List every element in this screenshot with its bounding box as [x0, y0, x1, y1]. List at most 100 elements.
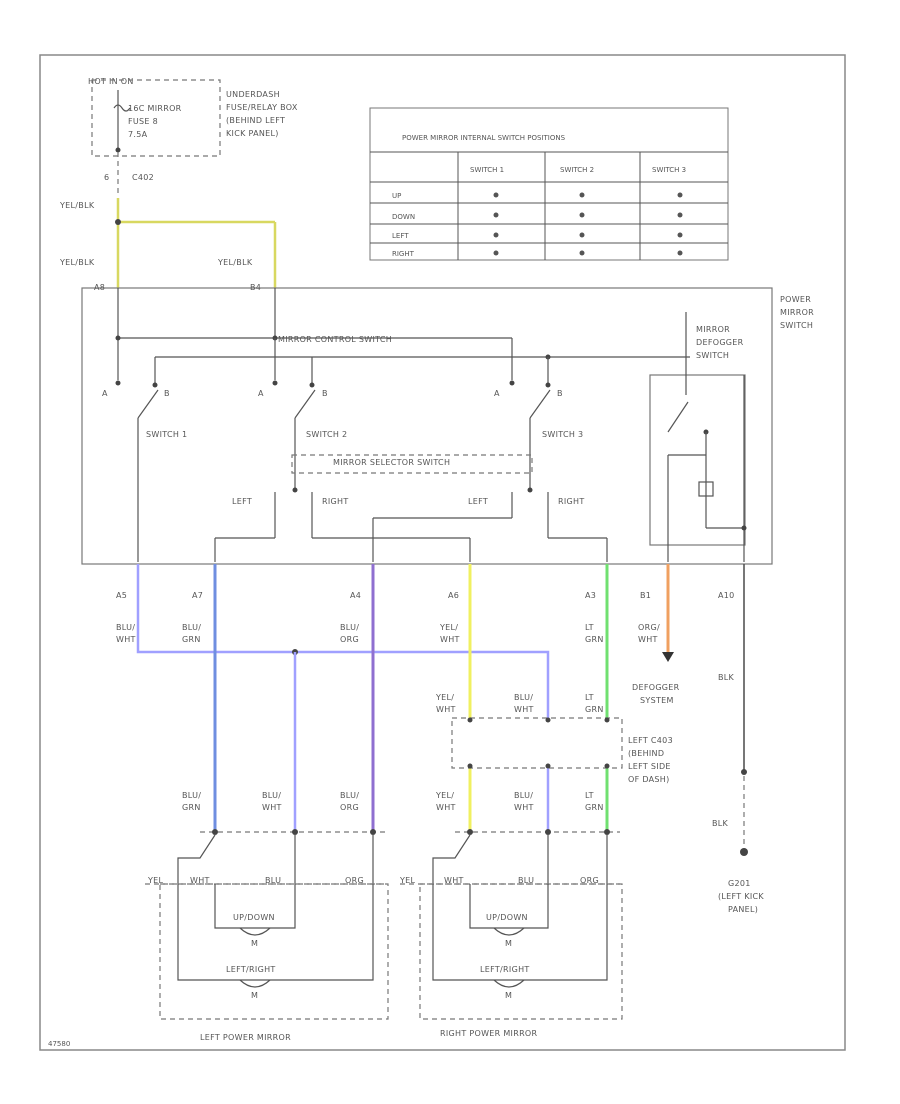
ground-label-1: G201	[728, 879, 751, 888]
mirror-control-switch-label: MIRROR CONTROL SWITCH	[278, 335, 392, 344]
svg-text:M: M	[251, 991, 258, 1000]
fuse-box-label-3: (BEHIND LEFT	[226, 116, 285, 125]
switch-3: A B SWITCH 3	[494, 380, 583, 490]
mirror-selector-switch-box	[291, 454, 533, 474]
mirror-selector-switch-label: MIRROR SELECTOR SWITCH	[333, 458, 450, 467]
diagram-border	[39, 54, 846, 1051]
svg-text:B: B	[557, 389, 563, 398]
c403-label-1: LEFT C403	[628, 736, 673, 745]
right-power-mirror-label: RIGHT POWER MIRROR	[440, 1029, 538, 1038]
svg-text:BLU/: BLU/	[262, 791, 281, 800]
svg-text:YEL/: YEL/	[435, 693, 454, 702]
power-mirror-switch-box	[81, 287, 773, 565]
svg-text:YEL/: YEL/	[435, 791, 454, 800]
wc-a3-2: GRN	[585, 635, 604, 644]
switch-1-label: SWITCH 1	[146, 430, 187, 439]
c403-label-3: LEFT SIDE	[628, 762, 671, 771]
svg-text:ORG: ORG	[340, 803, 359, 812]
switch-2-label: SWITCH 2	[306, 430, 347, 439]
svg-text:WHT: WHT	[436, 803, 456, 812]
svg-text:M: M	[505, 939, 512, 948]
pin-a8: A8	[94, 283, 105, 292]
svg-text:LT: LT	[585, 693, 594, 702]
svg-text:GRN: GRN	[182, 803, 201, 812]
svg-text:BLU: BLU	[518, 876, 534, 885]
fuse-line-3: 7.5A	[128, 130, 148, 139]
table-col-3: SWITCH 3	[652, 166, 686, 174]
svg-text:WHT: WHT	[444, 876, 464, 885]
svg-text:B: B	[322, 389, 328, 398]
svg-text:YEL: YEL	[147, 876, 164, 885]
switch-3-label: SWITCH 3	[542, 430, 583, 439]
wc-a5-1: BLU/	[116, 623, 135, 632]
fuse-line-2: FUSE 8	[128, 117, 158, 126]
c403-label-2: (BEHIND	[628, 749, 664, 758]
ground-label-3: PANEL)	[728, 905, 758, 914]
wc-blk-1: BLK	[718, 673, 735, 682]
pin-b4: B4	[250, 283, 261, 292]
pin-a7: A7	[192, 591, 203, 600]
pin-a3: A3	[585, 591, 596, 600]
svg-text:LT: LT	[585, 791, 594, 800]
pin-b1: B1	[640, 591, 651, 600]
wire-yel-blk-1: YEL/BLK	[59, 201, 95, 210]
indicator-led-icon	[698, 481, 714, 497]
defogger-arrow-icon	[662, 652, 674, 662]
svg-text:A: A	[494, 389, 500, 398]
defog-label-2: DEFOGGER	[696, 338, 744, 347]
updown-motor-icon	[239, 927, 271, 936]
pin-a6: A6	[448, 591, 459, 600]
defogger-switch-box	[649, 374, 746, 546]
hot-label: HOT IN ON	[88, 77, 134, 86]
c402-label: C402	[132, 173, 154, 182]
svg-text:WHT: WHT	[190, 876, 210, 885]
svg-text:UP/DOWN: UP/DOWN	[486, 913, 528, 922]
right-leftright-motor-icon	[493, 979, 525, 988]
svg-text:WHT: WHT	[514, 705, 534, 714]
defog-label-1: MIRROR	[696, 325, 730, 334]
fuse-box-label-1: UNDERDASH	[226, 90, 280, 99]
svg-text:RIGHT: RIGHT	[322, 497, 349, 506]
svg-text:BLU: BLU	[265, 876, 281, 885]
fuse-box-outline	[91, 79, 221, 157]
pin-a4: A4	[350, 591, 361, 600]
c403-connector	[451, 717, 623, 769]
svg-text:WHT: WHT	[514, 803, 534, 812]
svg-text:YEL: YEL	[399, 876, 416, 885]
svg-text:ORG: ORG	[345, 876, 364, 885]
wire-blu-wht	[136, 564, 550, 718]
svg-text:LEFT/RIGHT: LEFT/RIGHT	[226, 965, 276, 974]
fuse-box-label-4: KICK PANEL)	[226, 129, 279, 138]
svg-text:GRN: GRN	[585, 705, 604, 714]
switch-2: A B SWITCH 2	[258, 380, 347, 490]
left-power-mirror-label: LEFT POWER MIRROR	[200, 1033, 291, 1042]
wc-a7-2: GRN	[182, 635, 201, 644]
svg-text:M: M	[505, 991, 512, 1000]
svg-text:A: A	[258, 389, 264, 398]
wire-yel-blk-2: YEL/BLK	[59, 258, 95, 267]
svg-text:BLU/: BLU/	[514, 791, 533, 800]
switch-position-table: POWER MIRROR INTERNAL SWITCH POSITIONS S…	[369, 107, 729, 261]
svg-text:RIGHT: RIGHT	[558, 497, 585, 506]
assembly-label-3: SWITCH	[780, 321, 813, 330]
wc-a7-1: BLU/	[182, 623, 201, 632]
pin-a10: A10	[718, 591, 735, 600]
defog-label-3: SWITCH	[696, 351, 729, 360]
svg-text:M: M	[251, 939, 258, 948]
svg-text:GRN: GRN	[585, 803, 604, 812]
svg-text:BLU/: BLU/	[182, 791, 201, 800]
figure-id: 47580	[48, 1040, 70, 1048]
table-col-1: SWITCH 1	[470, 166, 504, 174]
wc-a6-2: WHT	[440, 635, 460, 644]
fuse-box-label-2: FUSE/RELAY BOX	[226, 103, 298, 112]
table-row-left: LEFT	[392, 232, 409, 240]
switch-1: A B SWITCH 1	[102, 380, 187, 562]
ground-label-2: (LEFT KICK	[718, 892, 764, 901]
wc-blk-2: BLK	[712, 819, 729, 828]
table-row-right: RIGHT	[392, 250, 415, 258]
wc-a5-2: WHT	[116, 635, 136, 644]
svg-text:BLU/: BLU/	[340, 791, 359, 800]
svg-text:LEFT: LEFT	[232, 497, 252, 506]
ground-point	[740, 848, 748, 856]
